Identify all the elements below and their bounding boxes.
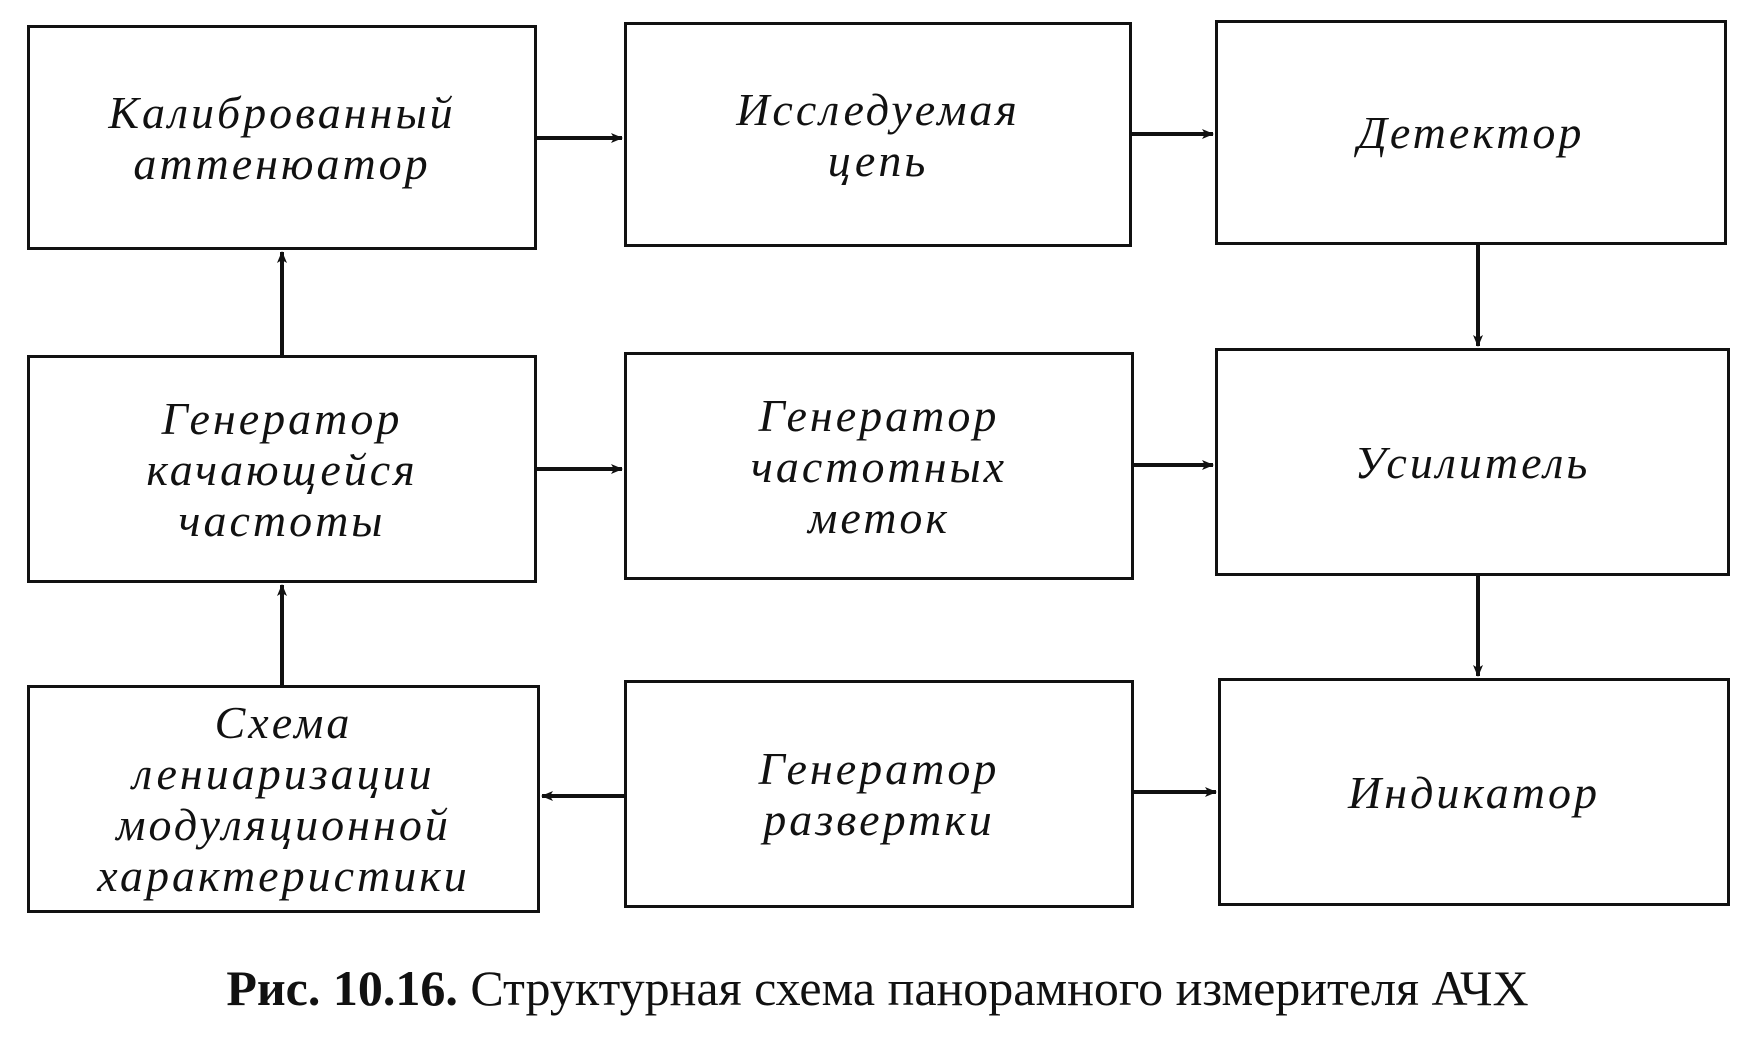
block-circuit-under-test: Исследуемая цепь <box>624 22 1132 247</box>
figure-title: Структурная схема панорамного измерителя… <box>470 960 1529 1016</box>
block-indicator: Индикатор <box>1218 678 1730 906</box>
block-label-indicator: Индикатор <box>1348 766 1600 818</box>
block-frequency-marker-generator: Генератор частотных меток <box>624 352 1134 580</box>
block-linearization-circuit: Схема лениаризации модуляционной характе… <box>27 685 540 913</box>
block-label-frequency-marker-generator: Генератор частотных меток <box>750 389 1008 543</box>
block-label-amplifier: Усилитель <box>1354 436 1591 488</box>
figure-number: Рис. 10.16. <box>226 960 458 1016</box>
block-label-circuit-under-test: Исследуемая цепь <box>736 83 1020 186</box>
block-label-calibrated-attenuator: Калиброванный аттенюатор <box>108 86 456 189</box>
block-label-linearization-circuit: Схема лениаризации модуляционной характе… <box>97 697 470 901</box>
block-label-detector: Детектор <box>1357 107 1585 158</box>
block-sweep-generator: Генератор качающейся частоты <box>27 355 537 583</box>
block-scan-generator: Генератор развертки <box>624 680 1134 908</box>
figure-caption: Рис. 10.16. Структурная схема панорамног… <box>0 958 1755 1018</box>
block-label-scan-generator: Генератор развертки <box>758 743 1000 845</box>
block-calibrated-attenuator: Калиброванный аттенюатор <box>27 25 537 250</box>
block-amplifier: Усилитель <box>1215 348 1730 576</box>
block-label-sweep-generator: Генератор качающейся частоты <box>146 392 418 546</box>
block-detector: Детектор <box>1215 20 1727 245</box>
